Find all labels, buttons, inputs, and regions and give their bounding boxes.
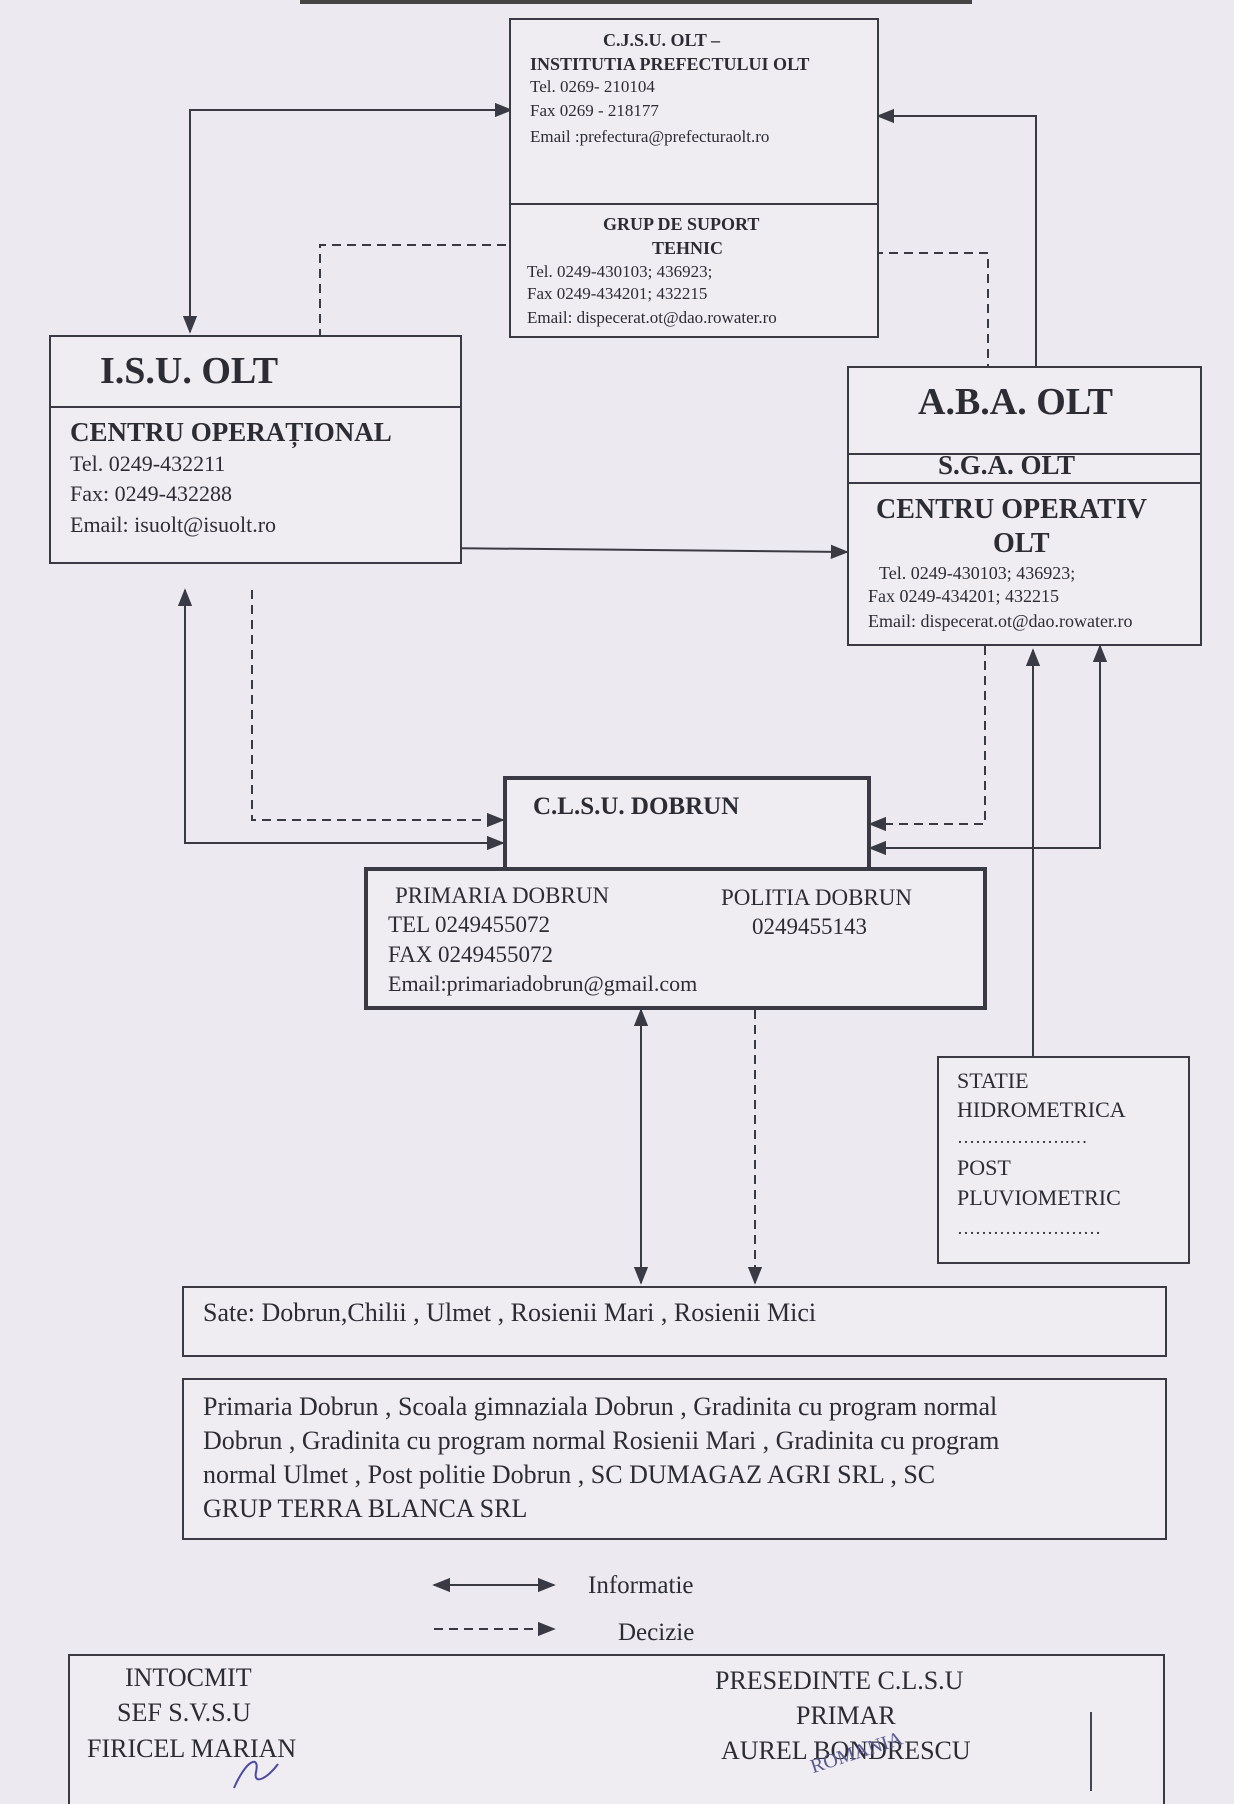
cjsu-fax: Fax 0269 - 218177 <box>530 101 659 120</box>
statie-line-5: PLUVIOMETRIC <box>957 1185 1121 1210</box>
isu-fax: Fax: 0249-432288 <box>70 481 232 506</box>
decision-gst-isu <box>312 244 506 356</box>
isu-box <box>49 335 462 564</box>
decision-gst-aba <box>874 252 996 390</box>
decision-isu-clsu <box>251 590 505 828</box>
politia-name: POLITIA DOBRUN <box>721 885 913 910</box>
legend-informatie-label: Informatie <box>588 1572 694 1599</box>
statie-line-3: ……………….… <box>957 1127 1088 1147</box>
link-aba-clsu <box>868 644 1108 856</box>
link-isu-aba <box>436 540 849 560</box>
statie-box <box>937 1056 1190 1264</box>
link-cjsu-isu <box>182 102 513 334</box>
aba-subtitle-2: OLT <box>993 528 1050 559</box>
gst-title-2: TEHNIC <box>652 238 724 258</box>
signature-mark <box>233 1760 279 1789</box>
statie-line-4: POST <box>957 1155 1011 1180</box>
institutii-line-1: Primaria Dobrun , Scoala gimnaziala Dobr… <box>203 1392 998 1421</box>
aba-box <box>847 366 1202 646</box>
isu-tel: Tel. 0249-432211 <box>70 451 226 476</box>
top-edge-line <box>300 0 972 4</box>
link-isu-clsu <box>177 588 505 851</box>
gst-tel: Tel. 0249-430103; 436923; <box>527 262 713 281</box>
link-aba-cjsu <box>876 108 1037 366</box>
isu-divider <box>51 406 460 408</box>
statie-line-2: HIDROMETRICA <box>957 1097 1126 1122</box>
aba-title: A.B.A. OLT <box>918 381 1113 423</box>
footer-right-1: PRESEDINTE C.L.S.U <box>715 1666 964 1695</box>
aba-fax: Fax 0249-434201; 432215 <box>868 586 1059 606</box>
institutii-box <box>182 1378 1167 1540</box>
cjsu-divider <box>511 203 877 205</box>
gst-email: Email: dispecerat.ot@dao.rowater.ro <box>527 308 777 327</box>
gst-title-1: GRUP DE SUPORT <box>603 214 760 234</box>
aba-subtitle-1: CENTRU OPERATIV <box>876 494 1147 525</box>
aba-tel: Tel. 0249-430103; 436923; <box>879 563 1076 583</box>
aba-divider-2 <box>849 482 1200 484</box>
sate-text: Sate: Dobrun,Chilii , Ulmet , Rosienii M… <box>203 1298 817 1327</box>
stamp-edge-line <box>1090 1712 1092 1791</box>
isu-title: I.S.U. OLT <box>100 350 279 392</box>
primaria-tel: TEL 0249455072 <box>388 912 551 937</box>
statie-line-6: …………………… <box>957 1218 1101 1238</box>
institutii-line-2: Dobrun , Gradinita cu program normal Ros… <box>203 1426 1000 1455</box>
cjsu-title-1: C.J.S.U. OLT – <box>603 30 721 50</box>
footer-left-3: FIRICEL MARIAN <box>87 1734 297 1763</box>
aba-email: Email: dispecerat.ot@dao.rowater.ro <box>868 611 1133 631</box>
footer-box <box>68 1654 1165 1804</box>
politia-tel: 0249455143 <box>752 914 867 939</box>
primaria-box <box>364 867 987 1010</box>
institutii-line-4: GRUP TERRA BLANCA SRL <box>203 1494 528 1523</box>
footer-left-2: SEF S.V.S.U <box>117 1698 251 1727</box>
footer-left-1: INTOCMIT <box>125 1663 252 1692</box>
aba-sga: S.G.A. OLT <box>938 450 1076 480</box>
institutii-line-3: normal Ulmet , Post politie Dobrun , SC … <box>203 1460 936 1489</box>
clsu-title: C.L.S.U. DOBRUN <box>533 793 740 820</box>
sate-box <box>182 1286 1167 1357</box>
statie-line-1: STATIE <box>957 1068 1029 1093</box>
cjsu-title-2: INSTITUTIA PREFECTULUI OLT <box>530 54 810 74</box>
cjsu-box <box>509 18 879 338</box>
footer-right-3: AUREL BONDRESCU <box>721 1736 971 1765</box>
gst-fax: Fax 0249-434201; 432215 <box>527 284 708 303</box>
decision-aba-clsu <box>868 646 986 832</box>
primaria-fax: FAX 0249455072 <box>388 942 554 967</box>
clsu-box <box>503 776 871 872</box>
primaria-name: PRIMARIA DOBRUN <box>395 883 610 908</box>
cjsu-email: Email :prefectura@prefecturaolt.ro <box>530 127 770 146</box>
primaria-email: Email:primariadobrun@gmail.com <box>388 971 698 996</box>
isu-subtitle: CENTRU OPERAȚIONAL <box>70 417 392 447</box>
legend-decizie-label: Decizie <box>618 1619 695 1646</box>
cjsu-tel: Tel. 0269- 210104 <box>530 77 655 96</box>
footer-right-2: PRIMAR <box>796 1701 896 1730</box>
aba-divider-1 <box>849 453 1200 455</box>
isu-email: Email: isuolt@isuolt.ro <box>70 512 277 537</box>
